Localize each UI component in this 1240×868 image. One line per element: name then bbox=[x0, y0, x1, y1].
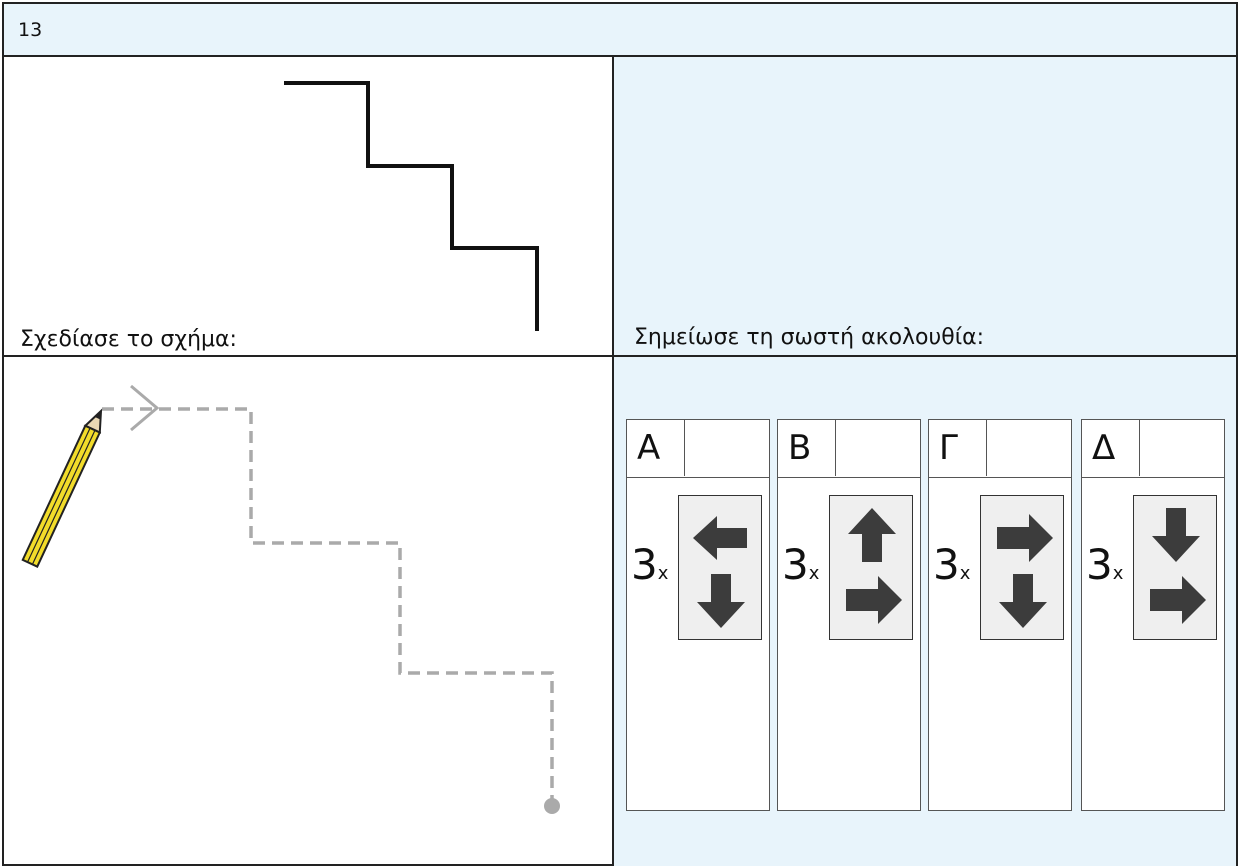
end-dot-icon bbox=[544, 798, 560, 814]
draw-shape-label: Σχεδίασε το σχήμα: bbox=[20, 327, 237, 352]
option-card-d[interactable]: Δ 3x bbox=[1081, 419, 1225, 811]
option-header: Α bbox=[627, 420, 769, 478]
option-letter: Γ bbox=[929, 420, 987, 476]
repeat-count: 3x bbox=[782, 540, 820, 589]
vertical-divider bbox=[612, 55, 614, 866]
task-number: 13 bbox=[18, 19, 43, 41]
arrow-sequence-box bbox=[678, 495, 762, 640]
option-letter: Β bbox=[778, 420, 836, 476]
option-letter: Δ bbox=[1082, 420, 1140, 476]
answer-cell-top bbox=[614, 57, 1236, 355]
right-arrow-icon bbox=[1150, 576, 1206, 624]
down-arrow-icon bbox=[697, 574, 745, 628]
arrow-sequence-box bbox=[1133, 495, 1217, 640]
option-header: Δ bbox=[1082, 420, 1224, 478]
repeat-count: 3x bbox=[631, 540, 669, 589]
option-letter: Α bbox=[627, 420, 685, 476]
up-arrow-icon bbox=[848, 508, 896, 562]
sequence-label: Σημείωσε τη σωστή ακολουθία: bbox=[634, 325, 985, 350]
option-card-b[interactable]: Β 3x bbox=[777, 419, 921, 811]
task-header: 13 bbox=[2, 2, 1238, 57]
option-card-a[interactable]: Α 3x bbox=[626, 419, 770, 811]
left-arrow-icon bbox=[693, 516, 747, 560]
right-arrow-icon bbox=[997, 514, 1053, 562]
arrow-sequence-box bbox=[829, 495, 913, 640]
option-header: Β bbox=[778, 420, 920, 478]
repeat-count: 3x bbox=[933, 540, 971, 589]
down-arrow-icon bbox=[1152, 508, 1200, 562]
repeat-count: 3x bbox=[1086, 540, 1124, 589]
arrow-sequence-box bbox=[980, 495, 1064, 640]
right-arrow-icon bbox=[846, 576, 902, 624]
option-header: Γ bbox=[929, 420, 1071, 478]
arrow-icon bbox=[130, 384, 160, 432]
horizontal-divider bbox=[2, 355, 1238, 357]
option-card-g[interactable]: Γ 3x bbox=[928, 419, 1072, 811]
down-arrow-icon bbox=[999, 574, 1047, 628]
